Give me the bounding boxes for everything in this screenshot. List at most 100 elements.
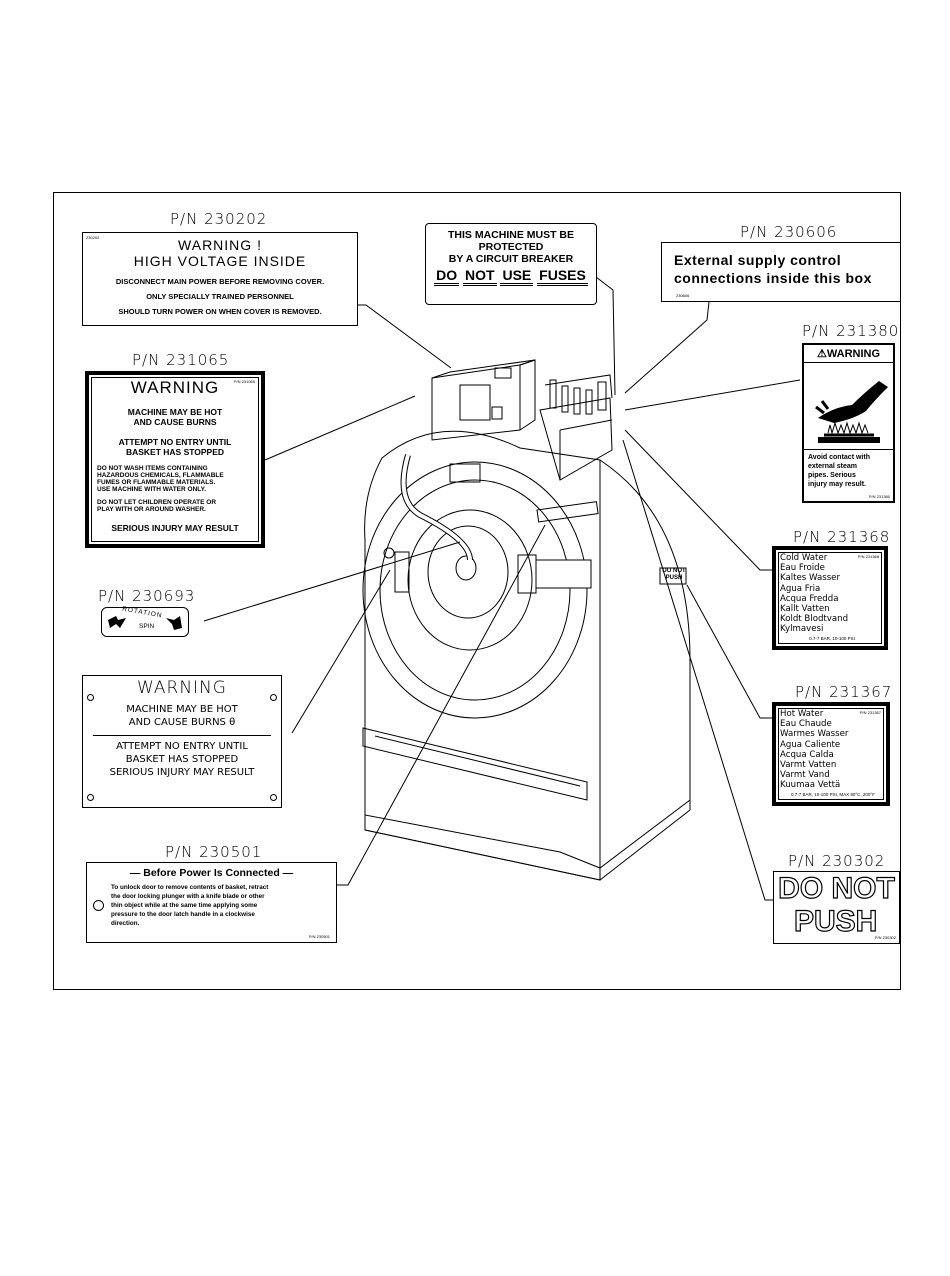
hot-warning-label: P/N 231065 WARNING MACHINE MAY BE HOT AN… [85,371,265,548]
screw-hole [270,794,277,801]
language-item: Eau Froide [780,563,825,574]
breaker-line1: THIS MACHINE MUST BE [448,229,574,241]
language-item: Cold Water [780,553,828,563]
hot-line-8: USE MACHINE WITH WATER ONLY. [97,486,207,493]
hv-line1: DISCONNECT MAIN POWER BEFORE REMOVING CO… [115,277,325,286]
pn-231065: P/N 231065 [132,351,230,369]
pn-230693: P/N 230693 [98,587,196,605]
hot-line-4: BASKET HAS STOPPED [125,447,225,457]
breaker-word-fuses: FUSES [537,267,588,286]
language-item: Hot Water [780,709,824,719]
screw-hole [87,794,94,801]
spin-word: SPIN [139,623,155,630]
breaker-line2: PROTECTED [478,241,544,253]
hot-line-5: DO NOT WASH ITEMS CONTAINING [97,465,208,472]
pn-230501: P/N 230501 [165,843,263,861]
rotation-label: ROTATION SPIN [101,606,189,637]
rotation-arrows-icon [108,616,182,630]
language-item: Agua Fria [780,583,821,594]
pn-231368: P/N 231368 [793,528,891,546]
steam-line3: pipes. Serious [808,472,856,479]
supply-control-label: External supply control connections insi… [661,242,901,302]
screw-hole [93,900,104,911]
steam-line1: Avoid contact with [808,454,870,461]
breaker-word-do: DO [434,267,460,286]
language-item: Acqua Calda [780,749,834,760]
language-item: Koldt Blodtvand [780,614,849,625]
language-item: Warmes Wasser [780,729,849,740]
language-item: Acqua Fredda [780,593,839,604]
language-item: Kylmavesi [780,624,824,635]
label-code: P/N 231368 [857,554,879,559]
door-line-5: direction. [111,920,140,927]
language-item: Varmt Vatten [780,760,837,771]
language-item: Varmt Vand [780,770,830,781]
push-line1: DO NOT [778,872,896,905]
label-code: 230606 [676,293,690,298]
hot-line-2: AND CAUSE BURNS [133,417,217,427]
hv-title1: WARNING ! [178,237,262,253]
hv-line3: SHOULD TURN POWER ON WHEN COVER IS REMOV… [118,307,322,316]
screw-hole [270,694,277,701]
language-item: Eau Chaude [780,719,832,730]
hot-footer: 0.7-7 BAR, 10-100 PSI, MAX 90°C, 200°F [791,791,875,797]
hand-burn-icon [815,381,888,443]
machine-push-sticker: DO NOT PUSH [661,568,687,582]
language-item: Kaltes Wasser [780,573,840,584]
warning-plate-label: WARNING MACHINE MAY BE HOT AND CAUSE BUR… [82,675,282,808]
pn-230202: P/N 230202 [170,210,268,228]
steam-line2: external steam [808,463,858,470]
door-line-1: To unlock door to remove contents of bas… [111,884,269,891]
hv-line2: ONLY SPECIALLY TRAINED PERSONNEL [146,292,294,301]
label-code: P/N 231065 [233,379,255,384]
hot-line-9: DO NOT LET CHILDREN OPERATE OR [97,499,217,506]
hot-line-1: MACHINE MAY BE HOT [127,407,223,417]
do-not-push-label: DO NOT PUSH P/N 230302 [773,871,900,944]
screw-hole [87,694,94,701]
steam-line4: injury may result. [808,481,866,488]
machine-push-line2: PUSH [665,575,683,581]
hot-line-3: ATTEMPT NO ENTRY UNTIL [118,437,232,447]
circuit-breaker-label: THIS MACHINE MUST BE PROTECTED BY A CIRC… [425,223,597,305]
supply-line1: External supply control [674,252,842,268]
breaker-word-not: NOT [463,267,497,286]
cold-footer: 0.7-7 BAR, 10-100 PSI [809,635,855,641]
hot-line-6: HAZARDOUS CHEMICALS, FLAMMABLE [97,472,224,479]
plate-line-1: MACHINE MAY BE HOT [126,704,238,715]
pn-230606: P/N 230606 [740,223,838,241]
plate-line-2: AND CAUSE BURNS θ [128,717,236,728]
push-line2: PUSH [793,904,878,938]
language-item: Agua Caliente [780,739,841,750]
hv-title2: HIGH VOLTAGE INSIDE [133,253,307,269]
diagram-frame [53,192,901,990]
label-code: P/N 230501 [308,934,330,939]
language-item: Kuumaa Vettä [780,780,841,791]
door-title: — Before Power Is Connected — [129,867,294,879]
door-line-4: pressure to the door latch handle in a c… [111,911,255,918]
pn-231367: P/N 231367 [795,683,893,701]
pn-231380: P/N 231380 [802,322,900,340]
plate-line-5: SERIOUS INJURY MAY RESULT [109,767,255,778]
label-code: P/N 230302 [874,935,896,940]
breaker-line3: BY A CIRCUIT BREAKER [448,253,574,265]
door-line-2: the door locking plunger with a knife bl… [111,893,265,900]
hot-line-11: SERIOUS INJURY MAY RESULT [111,523,239,533]
steam-title: ⚠WARNING [804,345,893,363]
supply-line2: connections inside this box [674,270,872,286]
breaker-word-use: USE [500,267,534,286]
steam-pipes-label: ⚠WARNING Avoid contact with external ste… [802,343,895,503]
label-code: 230202 [86,235,100,240]
plate-line-4: BASKET HAS STOPPED [125,754,239,765]
label-code: P/N 231380 [868,494,890,499]
pn-230302: P/N 230302 [788,852,886,870]
plate-title: WARNING [137,678,227,698]
language-item: Kallt Vatten [780,604,830,615]
hot-title: WARNING [130,378,220,397]
hot-line-10: PLAY WITH OR AROUND WASHER. [97,506,206,513]
door-line-3: thin object while at the same time apply… [111,902,258,909]
